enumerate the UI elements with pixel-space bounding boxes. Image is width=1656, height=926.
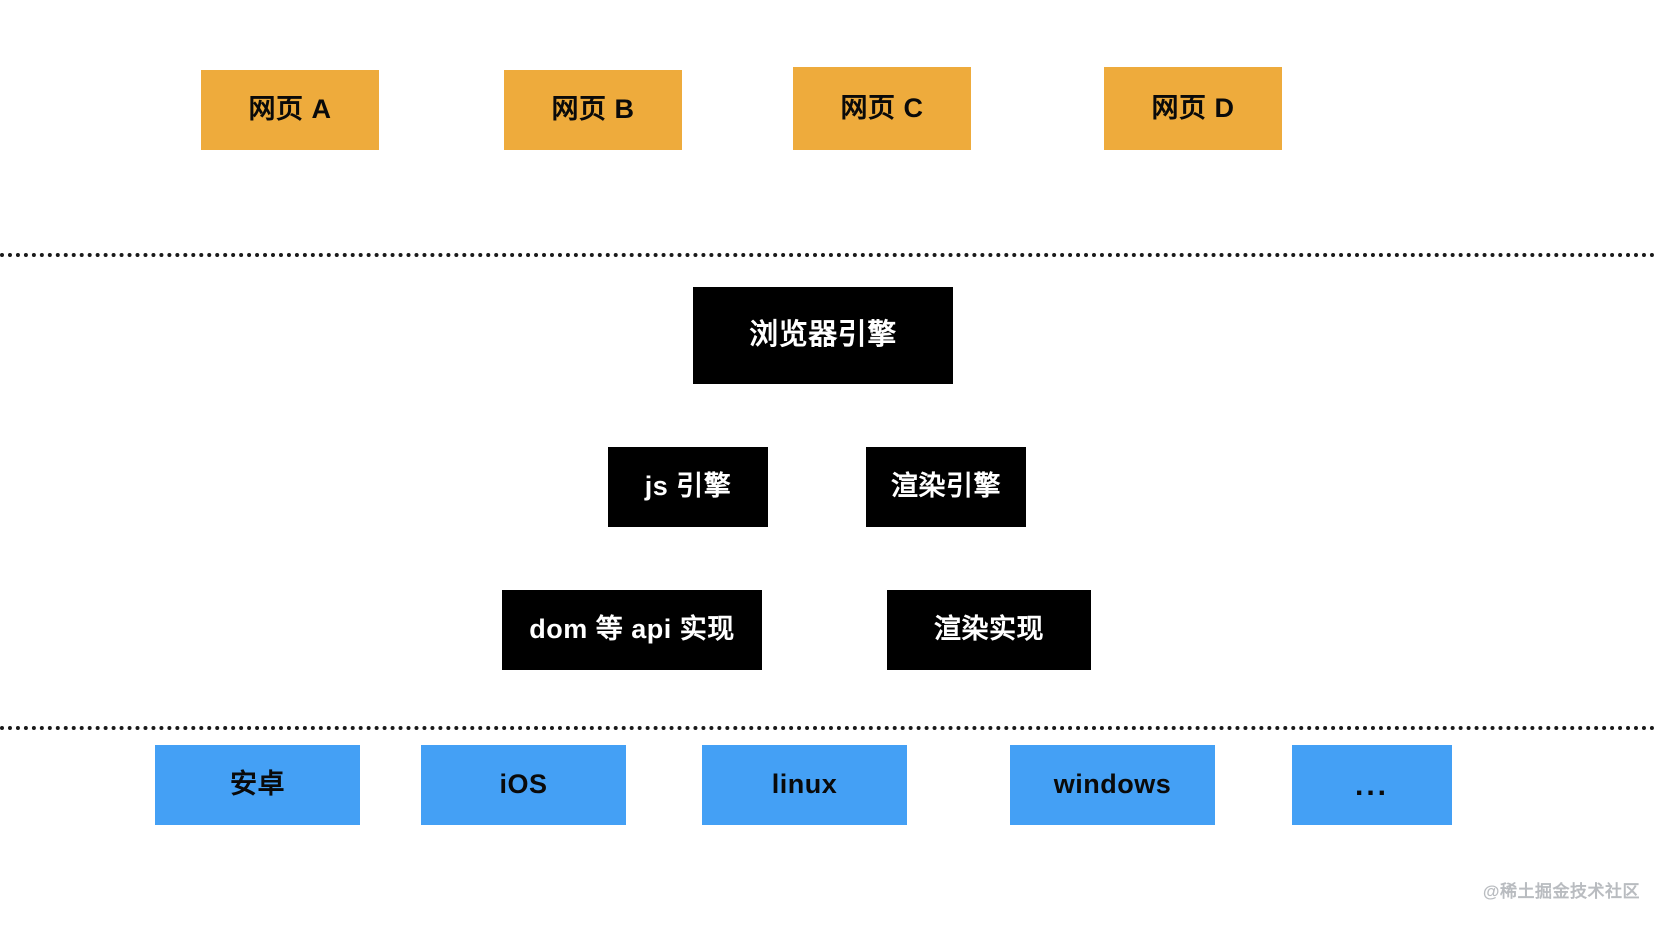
engine-os-divider — [0, 726, 1656, 730]
web-page-box-a: 网页 A — [201, 70, 379, 150]
web-page-box-b: 网页 B — [504, 70, 682, 150]
render-engine-box: 渲染引擎 — [866, 447, 1026, 527]
web-page-box-c: 网页 C — [793, 67, 971, 150]
web-page-box-d: 网页 D — [1104, 67, 1282, 150]
os-box-linux: linux — [702, 745, 907, 825]
os-box-more: ... — [1292, 745, 1452, 825]
js-engine-box: js 引擎 — [608, 447, 768, 527]
render-impl-box: 渲染实现 — [887, 590, 1091, 670]
os-box-windows: windows — [1010, 745, 1215, 825]
web-engine-divider — [0, 253, 1656, 257]
browser-engine-box: 浏览器引擎 — [693, 287, 953, 384]
watermark: @稀土掘金技术社区 — [1482, 882, 1640, 901]
os-box-ios: iOS — [421, 745, 626, 825]
os-box-android: 安卓 — [155, 745, 360, 825]
dom-api-impl-box: dom 等 api 实现 — [502, 590, 762, 670]
